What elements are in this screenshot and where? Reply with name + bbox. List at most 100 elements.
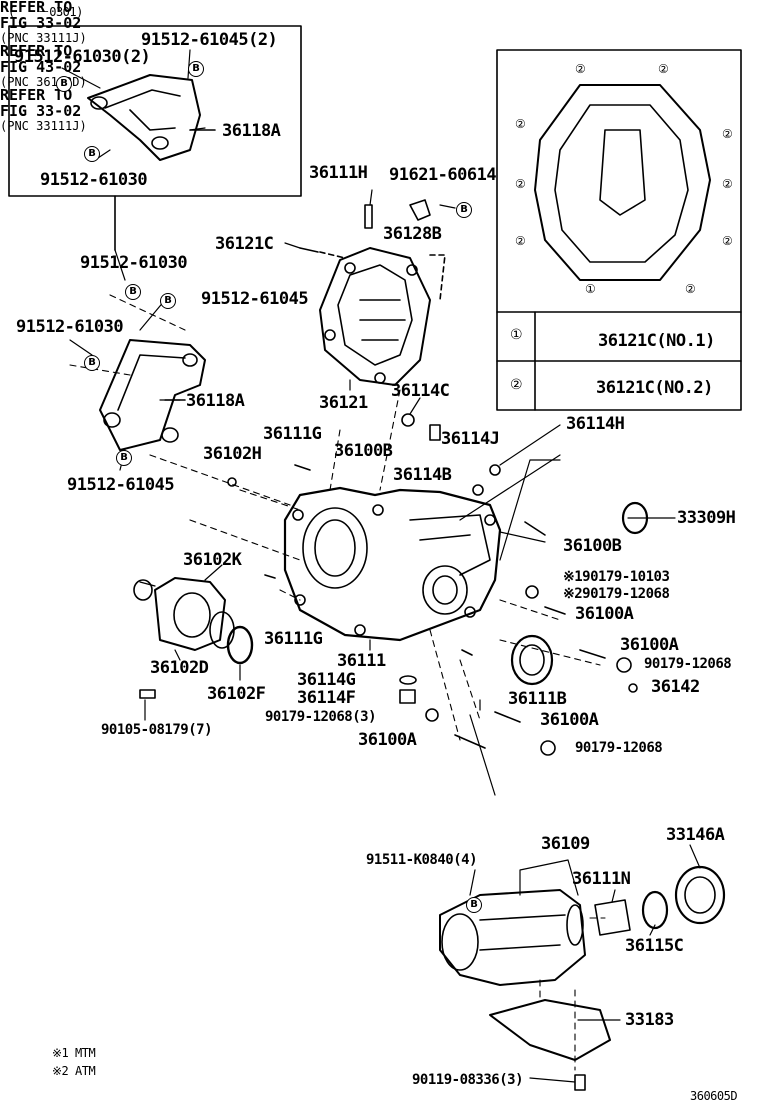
part-label-91621-60614[interactable]: 91621-60614: [389, 165, 497, 185]
part-label-36114H[interactable]: 36114H: [566, 414, 625, 434]
leader-lines: [61, 49, 701, 1083]
part-label-90179-12068[interactable]: ※290179-12068: [563, 586, 670, 602]
inset-marker-2: ②: [722, 127, 733, 141]
bolt-marker-b: B: [160, 293, 176, 309]
reference-line: REFER TO: [0, 86, 73, 105]
part-label-36111N[interactable]: 36111N: [572, 869, 631, 889]
plug-36114C: [401, 413, 415, 427]
part-label-36100B[interactable]: 36100B: [563, 536, 622, 556]
part-label-36102H[interactable]: 36102H: [203, 444, 262, 464]
part-label-91512-61045[interactable]: 91512-61045: [201, 289, 309, 309]
part-label-90179-10103[interactable]: ※190179-10103: [563, 569, 670, 585]
washer-36142: [628, 683, 638, 693]
part-label-36118A[interactable]: 36118A: [222, 121, 281, 141]
part-label-36102K[interactable]: 36102K: [183, 550, 242, 570]
pin: [461, 649, 473, 656]
part-label-36109[interactable]: 36109: [541, 834, 590, 854]
part-label-90179-12068[interactable]: 90179-12068: [575, 740, 663, 756]
reference-fig-33-02[interactable]: REFER TO FIG 33-02 (PNC 33111J): [0, 86, 760, 133]
part-label-36111H[interactable]: 36111H: [309, 163, 368, 183]
part-label-36114C[interactable]: 36114C: [391, 381, 450, 401]
part-label-91512-61030[interactable]: 91512-61030: [40, 170, 148, 190]
part-label-90179-12068[interactable]: 90179-12068: [644, 656, 732, 672]
bolt-marker-b: B: [84, 355, 100, 371]
bolt-marker-b: B: [84, 146, 100, 162]
plug-36114F: [399, 689, 416, 704]
part-label-90179-12068-3[interactable]: 90179-12068(3): [265, 709, 377, 725]
bolt-marker-b: B: [466, 897, 482, 913]
assembly-lines: [69, 294, 606, 1071]
part-label-36100A[interactable]: 36100A: [358, 730, 417, 750]
part-label-36111[interactable]: 36111: [337, 651, 386, 671]
front-cover-drawing: [133, 577, 254, 699]
part-label-36114G[interactable]: 36114G: [297, 670, 356, 690]
main-housing-drawing: [283, 486, 502, 642]
part-label-33309H[interactable]: 33309H: [677, 508, 736, 528]
reference-line: FIG 43-02: [0, 57, 82, 76]
part-label-33183[interactable]: 33183: [625, 1010, 674, 1030]
part-label-36114B[interactable]: 36114B: [393, 465, 452, 485]
part-label-33146A[interactable]: 33146A: [666, 825, 725, 845]
inset-marker-2: ②: [722, 234, 733, 248]
extension-housing-drawing: [439, 865, 726, 1091]
part-label-90105-08179-7[interactable]: 90105-08179(7): [101, 722, 213, 738]
plug-36102H: [227, 477, 237, 487]
part-label-36100A[interactable]: 36100A: [575, 604, 634, 624]
part-label-91512-61045-2[interactable]: 91512-61045(2): [141, 30, 278, 50]
part-label-36121[interactable]: 36121: [319, 393, 368, 413]
pin-36111G: [264, 574, 276, 579]
part-label-36111G[interactable]: 36111G: [264, 629, 323, 649]
bolt-marker-b: B: [56, 76, 72, 92]
reference-pnc: (PNC 33111J): [0, 30, 87, 45]
rear-cover-drawing: [299, 199, 446, 386]
inset-marker-1: ①: [585, 282, 596, 296]
part-label-36102F[interactable]: 36102F: [207, 684, 266, 704]
bracket-drawing-top: [87, 74, 216, 161]
inset-frame-cover: [496, 49, 742, 411]
plug-36114H: [489, 464, 501, 476]
part-label-36111B[interactable]: 36111B: [508, 689, 567, 709]
part-label-91512-61030[interactable]: 91512-61030: [16, 317, 124, 337]
mark-2-prefix: ※2: [563, 586, 583, 602]
bolt-marker-b: B: [188, 61, 204, 77]
part-label-36128B[interactable]: 36128B: [383, 224, 442, 244]
reference-line: REFER TO: [0, 0, 73, 16]
pin-36111G: [294, 464, 311, 471]
part-label-90119-08336-3[interactable]: 90119-08336(3): [412, 1072, 524, 1088]
plug-36114B: [472, 484, 484, 496]
part-label-91512-61030-2[interactable]: 91512-61030(2): [14, 47, 151, 67]
inset-marker-2: ②: [685, 282, 696, 296]
stud-36100A: [579, 649, 606, 659]
plug-36114J: [429, 424, 441, 441]
header-note: ( －0301): [8, 5, 83, 19]
reference-pnc: (PNC 33111J): [0, 118, 87, 133]
inset-key-1-part[interactable]: 36121C(NO.1): [598, 331, 715, 351]
nut: [525, 585, 539, 599]
part-label-36100A[interactable]: 36100A: [540, 710, 599, 730]
part-label-36142[interactable]: 36142: [651, 677, 700, 697]
plug-36114G: [399, 675, 417, 685]
part-label-36100B[interactable]: 36100B: [334, 441, 393, 461]
part-label-36115C[interactable]: 36115C: [625, 936, 684, 956]
part-label-91512-61045[interactable]: 91512-61045: [67, 475, 175, 495]
cover-inset-drawing: [534, 84, 711, 281]
bracket-drawing: [99, 339, 206, 451]
part-label-36100A[interactable]: 36100A: [620, 635, 679, 655]
nut: [540, 740, 556, 756]
part-label-36121C[interactable]: 36121C: [215, 234, 274, 254]
part-label-36118A[interactable]: 36118A: [186, 391, 245, 411]
part-label-91511-K0840-4[interactable]: 91511-K0840(4): [366, 852, 478, 868]
part-label-36102D[interactable]: 36102D: [150, 658, 209, 678]
part-label-36114F[interactable]: 36114F: [297, 688, 356, 708]
inset-key-2-part[interactable]: 36121C(NO.2): [596, 378, 713, 398]
part-label-36114J[interactable]: 36114J: [441, 429, 500, 449]
oil-seal-36111B: [510, 634, 554, 686]
part-label-36111G[interactable]: 36111G: [263, 424, 322, 444]
inset-key-2-symbol: ②: [510, 377, 523, 393]
part-label-91512-61030[interactable]: 91512-61030: [80, 253, 188, 273]
inset-marker-2: ②: [515, 177, 526, 191]
inset-marker-2: ②: [658, 62, 669, 76]
mark-1-prefix: ※1: [563, 569, 583, 585]
nut: [425, 708, 439, 722]
